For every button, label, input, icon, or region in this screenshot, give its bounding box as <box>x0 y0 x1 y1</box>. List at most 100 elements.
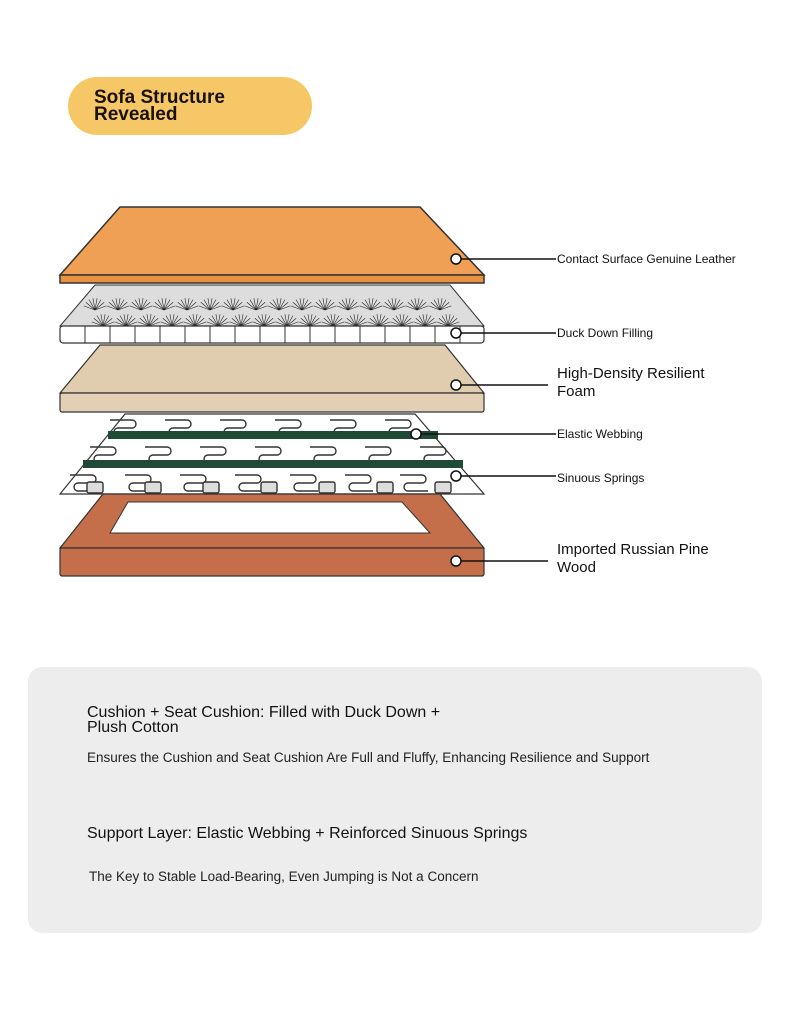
feather <box>177 302 188 311</box>
feather <box>367 321 380 327</box>
feather <box>347 299 355 311</box>
label-foam: High-Density Resilient Foam <box>557 365 705 400</box>
feather <box>217 321 230 327</box>
feather <box>186 299 194 311</box>
feather <box>244 305 257 311</box>
feather <box>428 305 441 311</box>
feather <box>393 298 397 311</box>
feather <box>162 318 173 327</box>
feather <box>232 299 240 311</box>
leader-lines <box>410 253 556 567</box>
feather <box>276 298 280 311</box>
feather <box>263 314 267 327</box>
marker-dot <box>450 470 462 482</box>
feather <box>332 318 343 327</box>
feather <box>313 305 326 311</box>
feather <box>139 318 150 327</box>
sinuous-spring <box>345 474 373 492</box>
feather <box>415 318 426 327</box>
feather <box>208 318 219 327</box>
spring-clip <box>260 481 278 494</box>
feather <box>163 299 171 311</box>
feather <box>94 298 98 311</box>
feather <box>301 305 314 311</box>
foam-layer <box>58 344 486 413</box>
feather <box>401 321 414 327</box>
feather <box>392 318 403 327</box>
feather <box>175 305 188 311</box>
feather <box>185 318 196 327</box>
feather <box>232 298 236 311</box>
feather <box>269 302 280 311</box>
feather <box>163 305 176 311</box>
feather <box>345 298 349 311</box>
feather <box>209 298 213 311</box>
feather <box>171 315 179 327</box>
feather <box>249 299 257 311</box>
feather <box>117 305 130 311</box>
feather <box>194 314 198 327</box>
feather <box>378 314 382 327</box>
feather <box>230 298 234 311</box>
feather <box>364 299 372 311</box>
feather <box>286 321 299 327</box>
feather <box>148 318 159 327</box>
feather <box>309 321 322 327</box>
feather <box>88 299 96 311</box>
feather <box>401 318 412 327</box>
feather <box>370 298 374 311</box>
feather <box>217 318 228 327</box>
feather <box>206 321 219 327</box>
feather <box>332 315 340 327</box>
feather <box>102 315 110 327</box>
feather <box>433 299 441 311</box>
feather <box>92 298 96 311</box>
feather <box>83 305 96 311</box>
feather <box>119 315 127 327</box>
feather <box>209 299 217 311</box>
feather <box>447 315 455 327</box>
feather <box>257 315 265 327</box>
marker-dot <box>450 327 462 339</box>
sinuous-spring <box>70 474 98 492</box>
feather <box>355 314 359 327</box>
feather <box>240 321 253 327</box>
feather <box>447 314 451 327</box>
feather <box>253 298 257 311</box>
feather <box>93 318 104 327</box>
feather <box>125 314 129 327</box>
feather <box>180 299 188 311</box>
feather <box>295 299 303 311</box>
feather <box>390 321 403 327</box>
feather <box>401 315 409 327</box>
feather <box>100 314 104 327</box>
feather <box>161 298 165 311</box>
feather <box>395 315 403 327</box>
feather <box>194 318 205 327</box>
feather <box>382 305 395 311</box>
label-springs: Sinuous Springs <box>557 471 645 485</box>
sinuous-spring <box>400 474 428 492</box>
sinuous-spring <box>290 474 318 492</box>
feather <box>171 318 182 327</box>
feather <box>246 302 257 311</box>
feather <box>186 302 197 311</box>
feather <box>171 314 175 327</box>
feather <box>332 314 336 327</box>
feather <box>111 299 119 311</box>
feather <box>129 305 142 311</box>
feather <box>263 315 271 327</box>
feather <box>223 302 234 311</box>
feather <box>376 314 380 327</box>
feather <box>399 314 403 327</box>
feather <box>439 305 452 311</box>
feather <box>278 305 291 311</box>
feather <box>272 299 280 311</box>
feather <box>240 318 251 327</box>
leather-layer <box>58 206 486 284</box>
feature-heading: Cushion + Seat Cushion: Filled with Duck… <box>87 704 441 736</box>
feather <box>286 318 297 327</box>
feather <box>125 315 133 327</box>
marker-dot <box>450 379 462 391</box>
feather <box>94 299 102 311</box>
